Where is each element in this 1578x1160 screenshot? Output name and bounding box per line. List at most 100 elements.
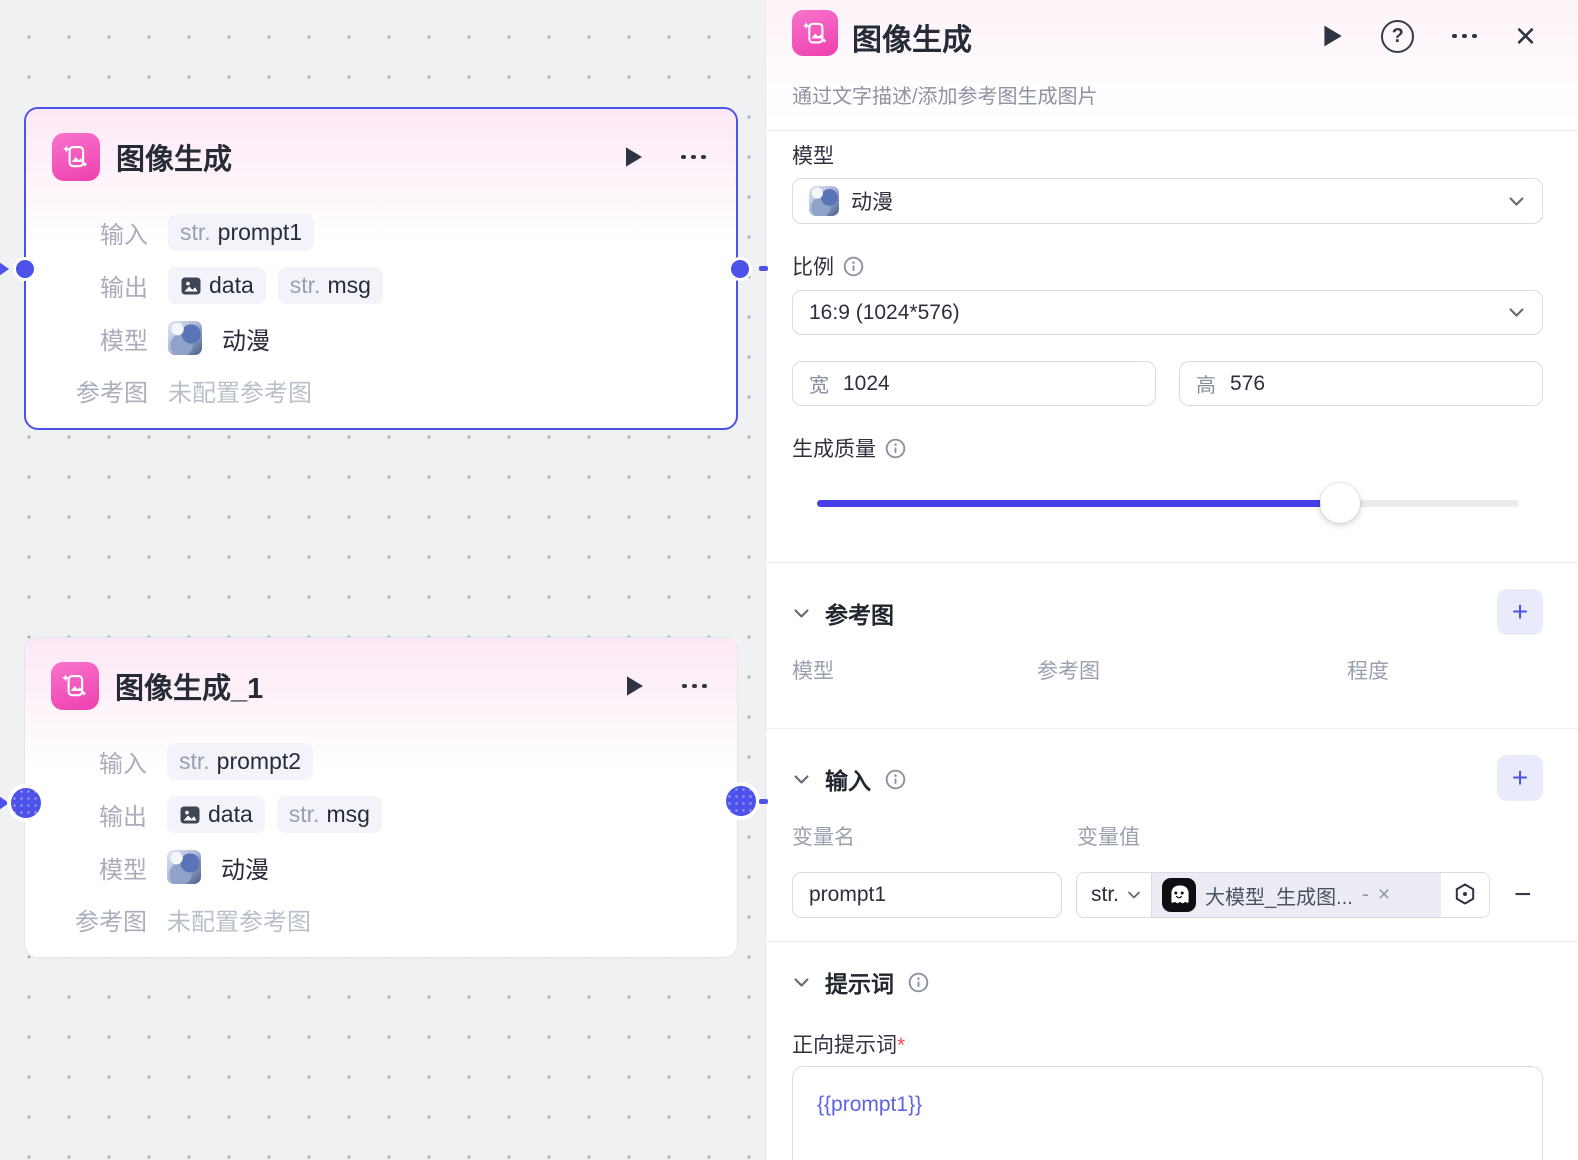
node-picker-icon[interactable] — [1441, 873, 1489, 917]
ref-col-degree: 程度 — [1347, 660, 1389, 683]
output-msg-chip: str. msg — [277, 267, 383, 304]
collapse-chevron-icon[interactable] — [792, 973, 811, 992]
output-data-chip: data — [167, 796, 265, 833]
node-image-gen-1[interactable]: 图像生成 输入 str. prompt1 输出 — [24, 107, 738, 430]
node-image-gen-2[interactable]: 图像生成_1 输入 str. prompt2 输出 — [24, 637, 738, 958]
ref-col-image: 参考图 — [1037, 660, 1100, 683]
model-avatar — [168, 321, 202, 355]
model-avatar — [167, 850, 201, 884]
node-header-tint — [26, 109, 736, 428]
node-more-button[interactable] — [681, 154, 706, 160]
slider-thumb[interactable] — [1319, 483, 1360, 523]
run-button[interactable] — [1321, 23, 1343, 49]
node-title: 图像生成_1 — [115, 673, 264, 705]
var-name-input[interactable] — [809, 883, 1045, 907]
height-label: 高 — [1196, 375, 1216, 397]
edge-stub — [759, 799, 768, 804]
node-model-row: 模型 动漫 — [75, 849, 711, 885]
chevron-down-icon — [1128, 891, 1140, 899]
info-icon[interactable] — [843, 256, 864, 277]
node-header-tint — [25, 638, 737, 957]
chip-remove-icon[interactable]: × — [1377, 883, 1391, 906]
node-config-panel: 图像生成 ? × 通过文字描述/添加参考图生成图片 模型 动漫 比例 16:9 … — [765, 0, 1578, 1160]
node-reference-row: 参考图 未配置参考图 — [76, 379, 312, 407]
divider — [766, 130, 1578, 131]
edge-stub — [759, 266, 768, 271]
add-reference-button[interactable]: + — [1497, 589, 1543, 635]
model-select[interactable]: 动漫 — [792, 178, 1543, 224]
width-input[interactable] — [843, 371, 1139, 396]
model-avatar — [809, 186, 839, 216]
node1-input-port[interactable] — [16, 260, 34, 278]
info-icon[interactable] — [908, 972, 929, 993]
quality-slider[interactable] — [817, 483, 1519, 523]
help-icon[interactable]: ? — [1381, 19, 1415, 53]
chevron-down-icon — [1509, 308, 1524, 317]
prompt-section-title: 提示词 — [825, 971, 894, 997]
required-mark: * — [897, 1034, 906, 1057]
info-icon[interactable] — [885, 769, 906, 790]
reference-value-chip[interactable]: 大模型_生成图... - × — [1151, 873, 1441, 917]
image-icon — [180, 806, 200, 823]
prompt-variable-token: {{prompt1}} — [817, 1093, 923, 1116]
run-node-button[interactable] — [624, 674, 644, 698]
divider — [766, 562, 1578, 563]
quality-fill — [817, 500, 1340, 507]
chip-dash: - — [1361, 883, 1369, 906]
reference-section-title: 参考图 — [825, 602, 894, 628]
input-section-title: 输入 — [825, 768, 871, 794]
image-sparkle-glyph — [62, 145, 88, 168]
ref-col-model: 模型 — [792, 660, 834, 683]
panel-title: 图像生成 — [852, 24, 972, 57]
node-more-button[interactable] — [682, 683, 707, 689]
node-input-row: 输入 str. prompt2 — [75, 743, 711, 780]
incoming-edge-arrow — [0, 260, 9, 278]
collapse-chevron-icon[interactable] — [792, 770, 811, 789]
run-node-button[interactable] — [623, 145, 643, 169]
node-reference-row: 参考图 未配置参考图 — [75, 908, 311, 936]
workflow-canvas[interactable]: 图像生成 输入 str. prompt1 输出 — [0, 0, 765, 1160]
image-generation-icon — [52, 133, 100, 181]
node2-input-port[interactable] — [11, 788, 41, 818]
divider — [766, 941, 1578, 942]
input-chip: str. prompt2 — [167, 743, 314, 780]
chevron-down-icon — [1509, 196, 1524, 206]
quality-label: 生成质量 — [792, 438, 876, 461]
positive-prompt-label: 正向提示词 — [792, 1034, 897, 1057]
image-generation-icon — [51, 662, 99, 710]
type-select[interactable]: str. — [1077, 873, 1151, 917]
output-data-chip: data — [168, 267, 266, 304]
node-title: 图像生成 — [116, 144, 233, 176]
ratio-label: 比例 — [792, 256, 834, 279]
incoming-edge-arrow — [0, 794, 9, 812]
divider — [766, 728, 1578, 729]
image-sparkle-glyph — [802, 21, 827, 43]
height-field[interactable]: 高 — [1179, 361, 1543, 406]
info-icon[interactable] — [885, 438, 906, 459]
remove-input-row-button[interactable]: − — [1514, 878, 1532, 911]
close-icon[interactable]: × — [1514, 15, 1536, 56]
node1-output-port[interactable] — [731, 260, 749, 278]
var-value-col: 变量值 — [1077, 826, 1140, 849]
input-chip: str. prompt1 — [168, 214, 315, 251]
model-label: 模型 — [792, 145, 834, 168]
positive-prompt-textarea[interactable]: {{prompt1}} — [792, 1066, 1543, 1160]
output-msg-chip: str. msg — [276, 796, 382, 833]
node2-output-port[interactable] — [726, 786, 756, 816]
image-icon — [181, 277, 201, 294]
node-output-row: 输出 data str. msg — [76, 267, 710, 304]
bot-ghost-icon — [1162, 878, 1197, 912]
var-name-field[interactable] — [792, 872, 1062, 918]
var-name-col: 变量名 — [792, 826, 855, 849]
ratio-select[interactable]: 16:9 (1024*576) — [792, 290, 1543, 335]
width-field[interactable]: 宽 — [792, 361, 1156, 406]
node-model-row: 模型 动漫 — [76, 320, 710, 356]
add-input-button[interactable]: + — [1497, 755, 1543, 801]
image-sparkle-glyph — [61, 674, 87, 697]
panel-description: 通过文字描述/添加参考图生成图片 — [792, 86, 1098, 108]
panel-more-button[interactable] — [1452, 33, 1477, 39]
height-input[interactable] — [1230, 371, 1526, 396]
node-input-row: 输入 str. prompt1 — [76, 214, 710, 251]
collapse-chevron-icon[interactable] — [792, 604, 811, 623]
var-value-field[interactable]: str. 大模型_生成图... - × — [1076, 872, 1490, 918]
